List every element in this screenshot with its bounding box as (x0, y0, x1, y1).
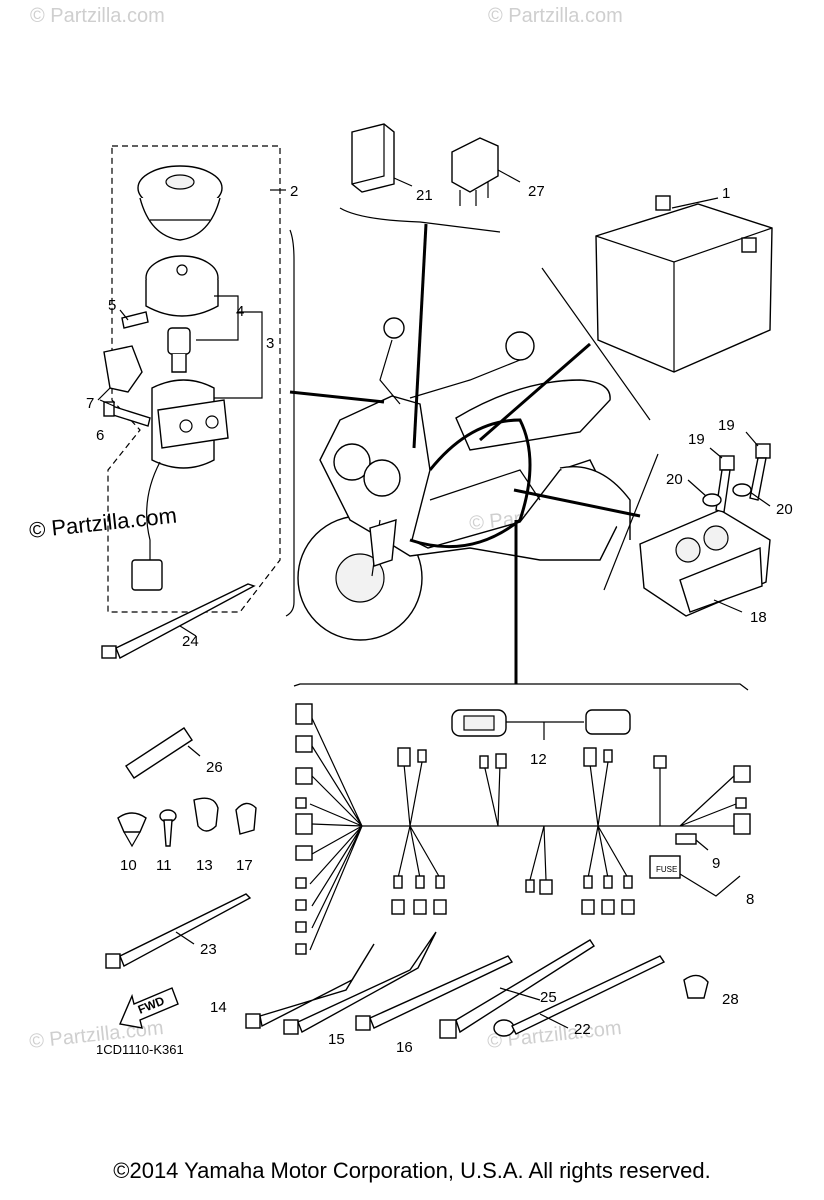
scooter-illustration (297, 317, 631, 641)
callout-10: 10 (120, 857, 137, 874)
callout-19a: 19 (688, 431, 705, 448)
callout-19b: 19 (718, 417, 735, 434)
diagram-code: 1CD1110-K361 (96, 1042, 184, 1057)
callout-22: 22 (574, 1021, 591, 1038)
callout-12: 12 (530, 751, 547, 768)
callout-labels: 1 2 3 4 5 6 7 8 9 10 11 12 13 14 15 16 1… (86, 183, 793, 1056)
callout-2: 2 (290, 183, 298, 200)
fuse-label: FUSE (656, 865, 677, 874)
callout-1: 1 (722, 185, 730, 202)
callout-6: 6 (96, 427, 104, 444)
watermark-top-left: © Partzilla.com (30, 5, 165, 27)
callout-16: 16 (396, 1039, 413, 1056)
callout-7: 7 (86, 395, 94, 412)
callout-21: 21 (416, 187, 433, 204)
watermark-middle-left: © Partzilla.com (28, 503, 178, 543)
callout-17: 17 (236, 857, 253, 874)
callout-20a: 20 (666, 471, 683, 488)
cable-tie-24 (101, 583, 256, 659)
forward-arrow: FWD (119, 987, 179, 1029)
wire-harness (295, 703, 751, 955)
copyright-notice: ©2014 Yamaha Motor Corporation, U.S.A. A… (113, 1158, 711, 1183)
battery (595, 195, 773, 373)
callout-26: 26 (206, 759, 223, 776)
relays (339, 123, 521, 233)
callout-27: 27 (528, 183, 545, 200)
callout-14: 14 (210, 999, 227, 1016)
callout-8: 8 (746, 891, 754, 908)
callout-25: 25 (540, 989, 557, 1006)
section-brackets (285, 229, 749, 691)
main-switch-assembly (97, 145, 286, 613)
callout-3: 3 (266, 335, 274, 352)
callout-5: 5 (108, 297, 116, 314)
cable-ties (105, 893, 666, 1039)
callout-18: 18 (750, 609, 767, 626)
callout-28: 28 (722, 991, 739, 1008)
harness-routing (289, 223, 641, 684)
watermark-top-right: © Partzilla.com (488, 5, 623, 27)
callout-13: 13 (196, 857, 213, 874)
callout-23: 23 (200, 941, 217, 958)
callout-11: 11 (156, 857, 172, 874)
callout-9: 9 (712, 855, 720, 872)
callout-4: 4 (236, 303, 244, 320)
callout-15: 15 (328, 1031, 345, 1048)
callout-20b: 20 (776, 501, 793, 518)
rectifier-regulator (639, 431, 771, 617)
callout-24: 24 (182, 633, 199, 650)
small-parts (117, 727, 709, 999)
